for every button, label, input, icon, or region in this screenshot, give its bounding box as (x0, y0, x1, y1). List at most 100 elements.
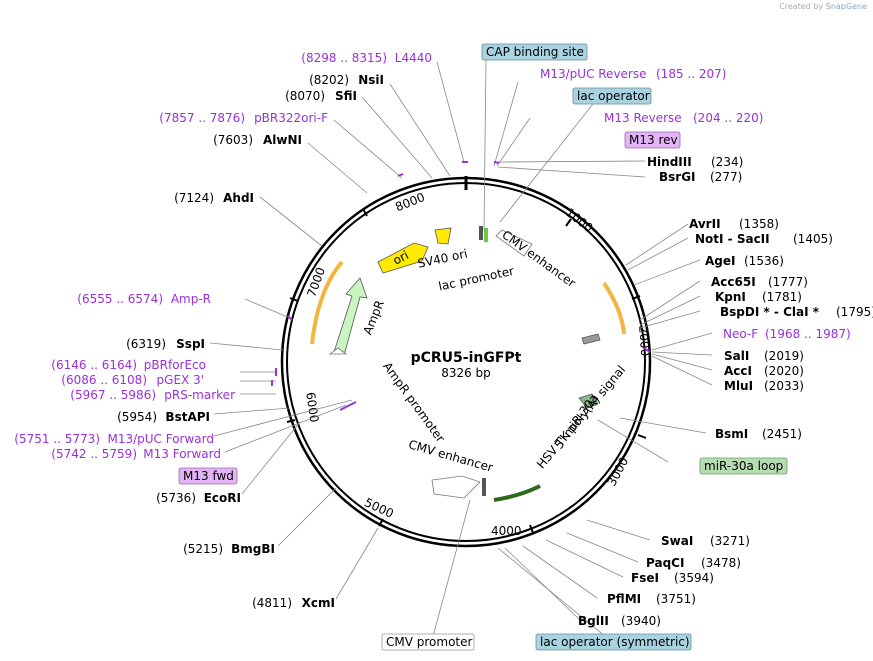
label-pos: (1777) (768, 275, 808, 289)
label-pos: (1405) (793, 232, 833, 246)
label-name: L4440 (395, 51, 432, 65)
box-lac-operator-symmetric: lac operator (symmetric) (535, 633, 692, 651)
box-label: CMV promoter (386, 635, 473, 649)
label-pos: (5751 .. 5773) (14, 432, 100, 446)
ori-label: ori (391, 248, 411, 268)
label-pos: (234) (711, 155, 743, 169)
sv40-ori-feature (434, 227, 452, 245)
label-pos: (5742 .. 5759) (51, 447, 137, 461)
label-name: KpnI (715, 290, 746, 304)
label-pos: (1781) (762, 290, 802, 304)
tick-1000: 1000 (563, 205, 596, 235)
box-label: lac operator (577, 89, 650, 103)
label-pos: (6146 .. 6164) (51, 358, 137, 372)
tick-2000: 2000 (636, 325, 652, 356)
label-pos: (7124) (174, 191, 214, 205)
label-name: NsiI (358, 73, 384, 87)
box-m13-rev: M13 rev (624, 131, 681, 149)
label-name: BglII (578, 614, 609, 628)
ori-arrow (377, 242, 429, 274)
ampr-promoter-arrow (328, 347, 348, 355)
label-pos: (3940) (621, 614, 661, 628)
plasmid-size: 8326 bp (441, 366, 491, 380)
label-name: M13/pUC Forward (107, 432, 214, 446)
box-label: CAP binding site (486, 45, 584, 59)
label-name: M13 Forward (143, 447, 221, 461)
label-pos: (1358) (739, 217, 779, 231)
label-name: XcmI (302, 596, 335, 610)
label-name: pGEX 3' (157, 373, 204, 387)
label-pos: (3751) (656, 592, 696, 606)
hsv-polya-feature (581, 333, 601, 345)
label-name: AvrII (689, 217, 721, 231)
label-pos: (4811) (252, 596, 292, 610)
label-pos: (5215) (183, 542, 223, 556)
label-pos: (6319) (126, 337, 166, 351)
ampr-arrow (333, 277, 368, 353)
ampr-label: AmpR (360, 298, 386, 336)
cmv-enhancer-top-label: CMV enhancer (499, 228, 578, 291)
mir30a-feature (578, 393, 599, 409)
label-pos: (185 .. 207) (656, 67, 726, 81)
lac-promoter-label: lac promoter (437, 264, 515, 294)
ampr-promoter-label: AmpR promoter (380, 360, 447, 445)
cmv-enhancer-bottom-feature (431, 475, 481, 499)
primer-marks (271, 161, 651, 411)
label-pos: (8298 .. 8315) (301, 51, 387, 65)
label-name: Amp-R (171, 292, 211, 306)
snapgene-logo: SnapGene (825, 2, 867, 11)
label-pos: (5954) (117, 410, 157, 424)
scale-ticks (286, 208, 647, 534)
box-label: lac operator (symmetric) (540, 635, 690, 649)
box-mir30a-loop: miR-30a loop (699, 457, 788, 475)
label-pos: (1536) (744, 254, 784, 268)
box-cap-binding-site: CAP binding site (481, 43, 588, 61)
box-label: M13 fwd (183, 469, 234, 483)
label-pos: (3271) (710, 534, 750, 548)
label-pos: (6086 .. 6108) (61, 373, 147, 387)
cap-site-feature (484, 228, 488, 242)
label-name: BstAPI (165, 410, 210, 424)
cmv-enhancer-bottom-label: CMV enhancer (407, 437, 495, 475)
label-name: pRS-marker (164, 388, 235, 402)
label-pos: (277) (710, 170, 742, 184)
label-pos: (2033) (764, 379, 804, 393)
label-name: HindIII (647, 155, 692, 169)
label-pos: (2020) (764, 364, 804, 378)
label-name: BspDI * - ClaI * (720, 305, 820, 319)
cmv-enhancer-top-feature (495, 229, 533, 257)
label-name: SfiI (335, 89, 357, 103)
label-name: NotI - SacII (695, 232, 770, 246)
label-pos: (204 .. 220) (693, 111, 763, 125)
label-name: M13/pUC Reverse (540, 67, 647, 81)
cmv-promoter-feature (482, 478, 486, 496)
tick-4000: 4000 (491, 524, 522, 538)
tick-8000: 8000 (393, 190, 427, 214)
orange-arrow-left (310, 260, 344, 345)
label-pos: (3478) (701, 556, 741, 570)
mir30a-5prime-label: 5' miR-30a (552, 391, 601, 451)
box-m13-fwd: M13 fwd (178, 467, 238, 485)
box-cmv-promoter: CMV promoter (381, 633, 475, 651)
label-name: pBRforEco (144, 358, 206, 372)
label-pos: (2451) (762, 427, 802, 441)
label-name: EcoRI (204, 491, 241, 505)
label-pos: (7857 .. 7876) (159, 111, 245, 125)
label-name: Neo-F (723, 327, 758, 341)
label-pos: (1795) (836, 305, 873, 319)
snapgene-credit: Created by SnapGene (779, 2, 867, 11)
box-label: M13 rev (629, 133, 678, 147)
label-name: MluI (724, 379, 753, 393)
label-name: AlwNI (263, 133, 302, 147)
label-pos: (3594) (674, 571, 714, 585)
label-name: AgeI (705, 254, 735, 268)
label-pos: (6555 .. 6574) (77, 292, 163, 306)
label-pos: (5736) (156, 491, 196, 505)
box-label: miR-30a loop (704, 459, 783, 473)
label-name: FseI (631, 571, 659, 585)
label-name: BsmI (715, 427, 748, 441)
label-pos: (8202) (309, 73, 349, 87)
label-name: SwaI (661, 534, 693, 548)
label-name: SspI (176, 337, 205, 351)
